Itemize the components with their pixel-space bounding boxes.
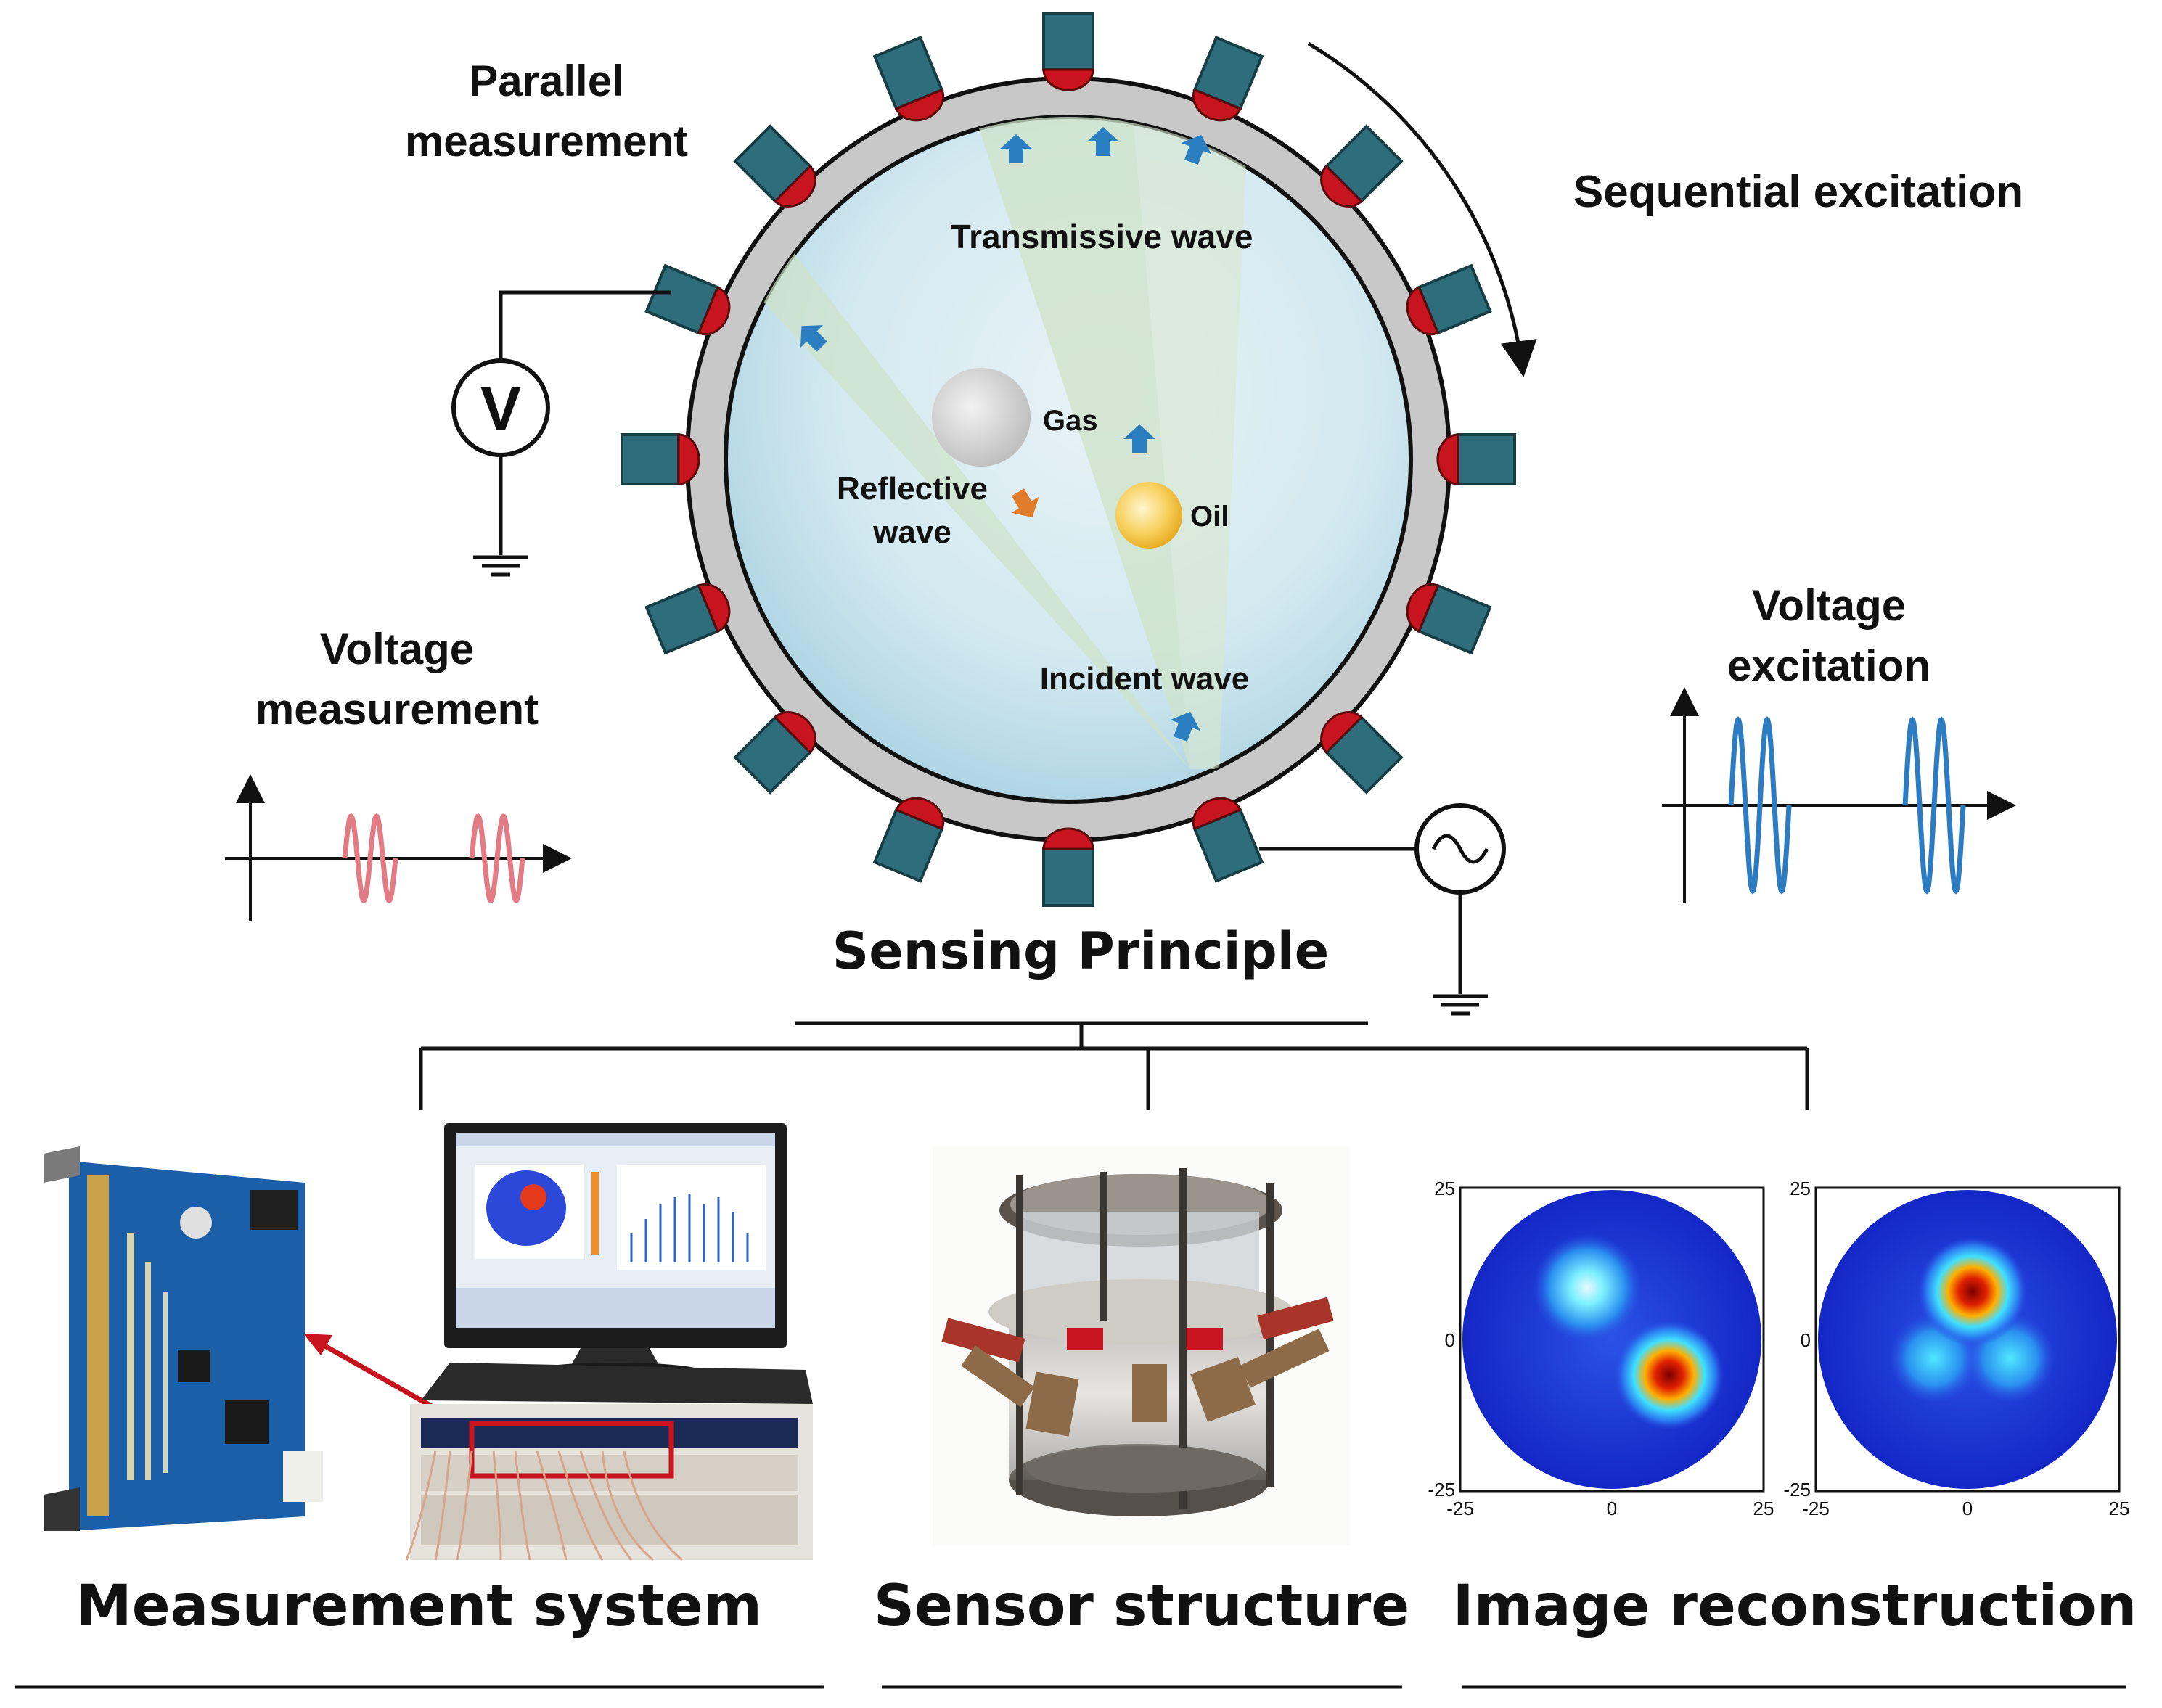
tick-label: -25: [1428, 1479, 1455, 1500]
tick-label: 0: [1962, 1498, 1973, 1519]
voltmeter-symbol: V: [480, 374, 521, 443]
electrode: [1406, 263, 1492, 336]
electrode: [1192, 797, 1264, 883]
tick-label: -25: [1783, 1479, 1811, 1500]
wave-arrow-icon: [1087, 127, 1119, 156]
voltage-excitation-label: Voltage: [1752, 581, 1906, 630]
voltage-excitation-label: excitation: [1727, 641, 1930, 690]
reconstruction-right: 25 0 -25 -25 0 25: [1783, 1178, 2129, 1519]
oil-reconstruction-spot: [1918, 1237, 2027, 1346]
measurement-wire: [499, 290, 671, 361]
parallel-measurement-label: Parallel: [469, 57, 624, 105]
reflect-arrow-icon: [1011, 488, 1039, 517]
measurement-system-photo: [44, 1123, 813, 1561]
measurement-signal: [469, 813, 525, 903]
transmissive-wave-label: Transmissive wave: [951, 218, 1253, 255]
wave-beams: [733, 117, 1248, 769]
image-reconstruction-caption: Image reconstruction: [1453, 1574, 2137, 1639]
sensor-structure-photo: [933, 1146, 1350, 1545]
electrode: [1406, 583, 1492, 655]
electrode: [1042, 827, 1094, 907]
oil-droplet: [1115, 482, 1182, 549]
wave-arrow-icon: [1170, 711, 1200, 742]
ac-wave-icon: [1431, 834, 1489, 864]
sensor-structure-caption: Sensor structure: [874, 1574, 1409, 1639]
electrode: [621, 433, 700, 485]
electrode: [733, 124, 816, 208]
voltage-measurement-label: Voltage: [320, 625, 474, 673]
electrode: [1320, 124, 1404, 208]
electrode: [1436, 433, 1516, 485]
electrode: [733, 711, 816, 795]
electrode-ring: [621, 12, 1516, 907]
electrode: [644, 263, 731, 336]
daq-board: [44, 1146, 323, 1531]
wave-arrow-icon: [1181, 134, 1211, 165]
tick-label: 0: [1801, 1329, 1811, 1351]
gas-bubble: [932, 368, 1031, 467]
tick-label: 0: [1607, 1498, 1617, 1519]
oil-label: Oil: [1190, 501, 1229, 533]
ground-icon: [473, 555, 528, 577]
oil-reconstruction-spot: [1615, 1321, 1724, 1429]
reflective-wave-label: Reflective: [837, 471, 988, 506]
gas-reconstruction-spot: [1533, 1233, 1642, 1342]
monitor: [444, 1123, 787, 1380]
electrode: [1192, 36, 1264, 122]
excitation-signal: [1728, 716, 1792, 895]
measurement-system-caption: Measurement system: [75, 1574, 762, 1639]
tick-label: 25: [1790, 1178, 1811, 1199]
reconstruction-left: 25 0 -25 -25 0 25: [1428, 1178, 1774, 1519]
voltage-measurement-label: measurement: [255, 685, 539, 734]
parallel-measurement-label: measurement: [405, 117, 688, 165]
zoom-arrow-head: [303, 1334, 332, 1355]
wave-arrow-icon: [1000, 134, 1032, 163]
excitation-signal-axes: [1662, 687, 2016, 903]
reflective-wave-label: wave: [872, 514, 951, 550]
hierarchy-tree: [419, 1021, 1809, 1110]
chassis: [405, 1404, 813, 1561]
keyboard: [421, 1363, 813, 1404]
sensor-connectors: [941, 1297, 1334, 1437]
electrode: [1042, 12, 1094, 91]
electrode: [1320, 711, 1404, 795]
tick-label: 25: [1434, 1178, 1455, 1199]
tick-label: -25: [1446, 1498, 1474, 1519]
tick-label: 0: [1445, 1329, 1455, 1351]
incident-wave-label: Incident wave: [1040, 661, 1250, 697]
sensing-principle-title: Sensing Principle: [832, 921, 1329, 981]
measurement-signal: [342, 813, 398, 903]
electrode: [644, 583, 731, 655]
wave-arrow-icon: [1123, 424, 1155, 453]
ground-icon: [1433, 994, 1488, 1016]
sequential-excitation-label: Sequential excitation: [1573, 167, 2023, 217]
gas-label: Gas: [1043, 405, 1098, 437]
excitation-signal: [1902, 716, 1966, 895]
transmissive-wave-arrows: [800, 127, 1211, 742]
wave-arrow-icon: [800, 324, 827, 352]
tick-label: -25: [1802, 1498, 1830, 1519]
tick-label: 25: [2109, 1498, 2130, 1519]
sequential-excitation-arrow: [1307, 41, 1537, 377]
electrode: [872, 36, 945, 122]
tick-label: 25: [1753, 1498, 1774, 1519]
electrode: [872, 797, 945, 883]
